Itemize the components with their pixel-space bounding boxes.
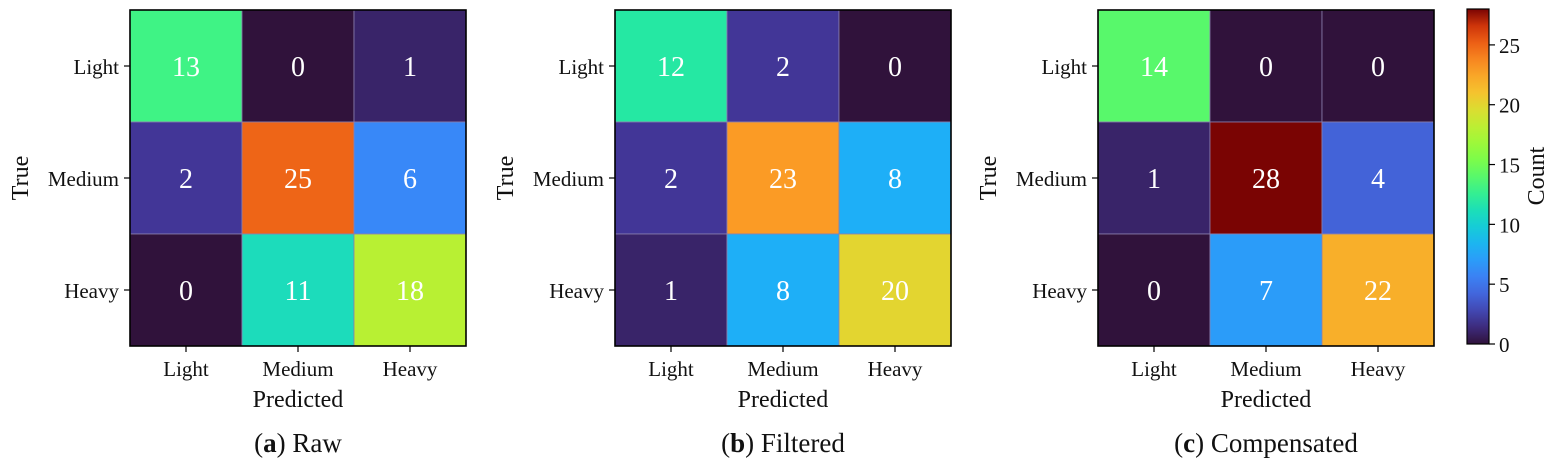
y-tick-label: Light [74,55,120,79]
heatmap-cell [726,121,840,235]
colorbar-tick-label: 25 [1499,34,1520,58]
heatmap-cell [838,233,952,347]
cell-value-label: 14 [1140,52,1168,83]
heatmap-cell [1097,9,1211,123]
heatmap-cell [129,121,243,235]
heatmap-cell [241,233,355,347]
x-axis-label: Predicted [738,387,829,413]
cell-value-label: 1 [403,52,417,83]
y-axis-label: True [976,156,1002,200]
cell-value-label: 13 [172,52,200,83]
colorbar-tick-label: 15 [1499,154,1520,178]
heatmap-cell [614,233,728,347]
heatmap-cell [838,9,952,123]
x-axis-label: Predicted [253,387,344,413]
x-tick-label: Medium [1230,357,1301,381]
y-tick-label: Heavy [1032,279,1087,303]
cell-value-label: 6 [403,164,417,195]
cell-value-label: 4 [1371,164,1385,195]
x-axis-label: Predicted [1221,387,1312,413]
y-tick-label: Medium [48,167,119,191]
heatmap-cell [1321,121,1435,235]
y-tick-label: Heavy [549,279,604,303]
y-axis-label: True [493,156,519,200]
heatmap-cell [353,121,467,235]
heatmap-cell [1209,121,1323,235]
y-tick-label: Heavy [64,279,119,303]
heatmap-cell [614,121,728,235]
heatmap-cell [1209,233,1323,347]
y-tick-label: Medium [1016,167,1087,191]
cell-value-label: 8 [776,276,790,307]
colorbar-label: Count [1524,146,1550,205]
heatmap-cell [1097,233,1211,347]
panel-caption: (a) Raw [254,428,342,458]
cell-value-label: 12 [657,52,685,83]
heatmap-cell [726,9,840,123]
x-tick-label: Medium [262,357,333,381]
y-axis-label: True [8,156,34,200]
cell-value-label: 18 [396,276,424,307]
colorbar-tick-label: 5 [1499,273,1510,297]
x-tick-label: Light [648,357,694,381]
x-tick-label: Light [1131,357,1177,381]
heatmap-cell [241,9,355,123]
cell-value-label: 2 [664,164,678,195]
y-tick-label: Light [1042,55,1088,79]
cell-value-label: 28 [1252,164,1280,195]
cell-value-label: 2 [776,52,790,83]
cell-value-label: 25 [284,164,312,195]
cell-value-label: 7 [1259,276,1273,307]
heatmap-cell [241,121,355,235]
heatmap-cell [838,121,952,235]
cell-value-label: 8 [888,164,902,195]
heatmap-cell [1321,9,1435,123]
cell-value-label: 0 [1371,52,1385,83]
x-tick-label: Medium [747,357,818,381]
cell-value-label: 1 [664,276,678,307]
cell-value-label: 23 [769,164,797,195]
y-tick-label: Light [559,55,605,79]
cell-value-label: 0 [291,52,305,83]
colorbar-tick-label: 10 [1499,213,1520,237]
cell-value-label: 0 [1259,52,1273,83]
colorbar-tick-label: 0 [1499,333,1510,357]
colorbar-gradient [1466,8,1490,345]
panel-caption: (b) Filtered [721,428,845,458]
cell-value-label: 0 [1147,276,1161,307]
cell-value-label: 2 [179,164,193,195]
y-tick-label: Medium [533,167,604,191]
x-tick-label: Heavy [383,357,438,381]
cell-value-label: 11 [285,276,312,307]
heatmap-cell [726,233,840,347]
cell-value-label: 1 [1147,164,1161,195]
colorbar-tick-label: 20 [1499,94,1520,118]
heatmap-cell [129,9,243,123]
x-tick-label: Heavy [1351,357,1406,381]
panel-caption: (c) Compensated [1174,428,1358,458]
cell-value-label: 22 [1364,276,1392,307]
heatmap-cell [1321,233,1435,347]
heatmap-cell [1097,121,1211,235]
x-tick-label: Light [163,357,209,381]
cell-value-label: 0 [888,52,902,83]
cell-value-label: 0 [179,276,193,307]
x-tick-label: Heavy [868,357,923,381]
cell-value-label: 20 [881,276,909,307]
